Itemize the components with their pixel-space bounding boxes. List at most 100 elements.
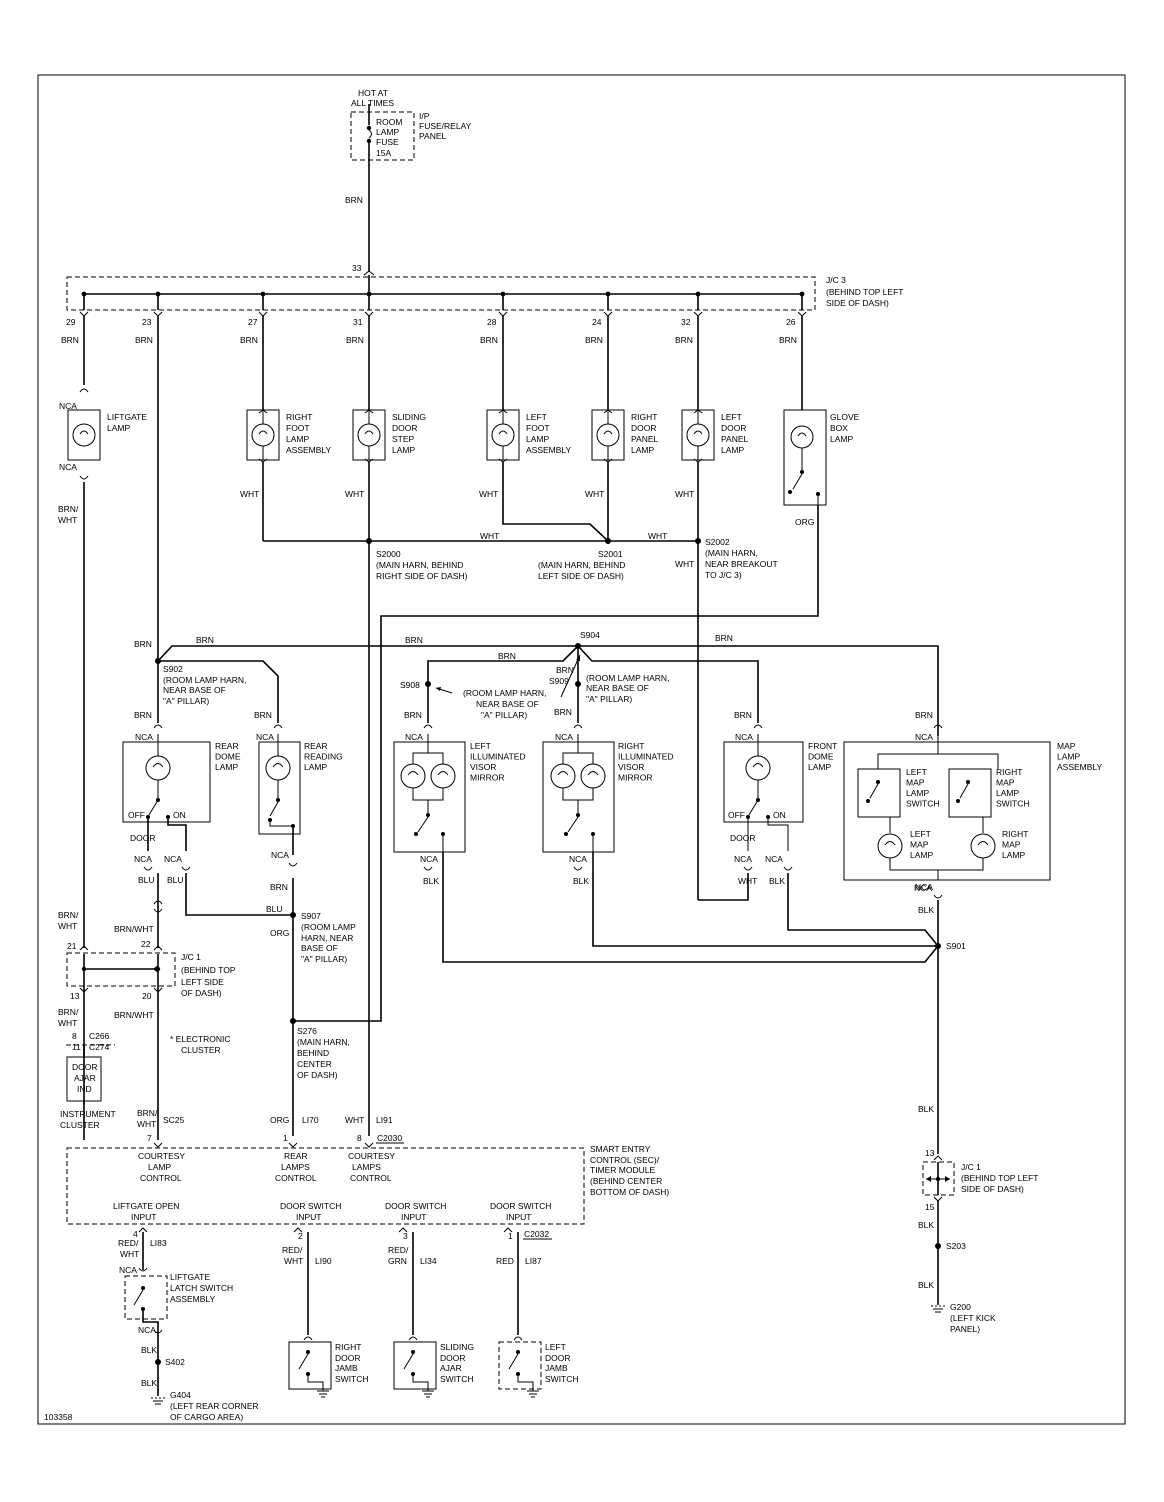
lamp-label: LAMP <box>910 850 933 860</box>
fuse-label-4: 15A <box>376 148 391 158</box>
jc3-pin-terminal <box>258 311 268 317</box>
s909-note-3: "A" PILLAR) <box>586 694 632 704</box>
sajar-3: AJAR <box>440 1363 462 1373</box>
s2002-4: TO J/C 3) <box>705 570 742 580</box>
sec-name-5: BOTTOM OF DASH) <box>590 1187 669 1197</box>
rjamb-2: DOOR <box>335 1353 361 1363</box>
lamp-label: MAP <box>996 778 1015 788</box>
c-li34: LI34 <box>420 1256 437 1266</box>
brnwht-c1: BRN/ <box>58 1007 79 1017</box>
brn-b: BRN <box>405 635 423 645</box>
lamp-label: DOOR <box>631 423 657 433</box>
g200-2: (LEFT KICK <box>950 1313 996 1323</box>
liftgate-lamp: NCA NCA LIFTGATE LAMP BRN/ WHT <box>58 388 147 948</box>
sec-bpin-2: 2 <box>298 1231 303 1241</box>
jc3-pin-label: 26 <box>786 317 796 327</box>
red: RED <box>496 1256 514 1266</box>
right-visor-mirror <box>542 734 938 947</box>
door-ajar-3: IND <box>77 1084 92 1094</box>
jc3-pin-label: 31 <box>353 317 363 327</box>
front-dome-lamp: OFF ON DOOR <box>698 734 939 947</box>
junction-jc3: 33 J/C 3 (BEHIND TOP LEFT SIDE OF DASH) <box>66 263 903 311</box>
nca-label: NCA <box>135 732 153 742</box>
s904: S904 <box>580 630 600 640</box>
s203: S203 <box>946 1241 966 1251</box>
sec-bpin-1: 1 <box>508 1231 513 1241</box>
brn-g: BRN <box>134 710 152 720</box>
jc3-pin-label: 32 <box>681 317 691 327</box>
redwht-1: RED/ <box>118 1238 139 1248</box>
blk-jc1b: BLK <box>918 1220 934 1230</box>
sec-top-c3: CONTROL <box>350 1173 392 1183</box>
brn-wire-label: BRN <box>480 335 498 345</box>
jc1a-label-4: OF DASH) <box>181 988 222 998</box>
sec-c-li91: LI91 <box>376 1115 393 1125</box>
nca-label: NCA <box>256 732 274 742</box>
sec-top-b2: LAMPS <box>281 1162 310 1172</box>
s276-3: BEHIND <box>297 1048 329 1058</box>
jc3-pin-label: 23 <box>142 317 152 327</box>
brnwht-d: BRN/WHT <box>114 1010 154 1020</box>
middle-row-labels: REARDOMELAMPREARREADINGLAMPLEFTILLUMINAT… <box>134 724 1103 899</box>
nca-label: NCA <box>569 854 587 864</box>
off-label: OFF <box>728 810 745 820</box>
lamp-label: ILLUMINATED <box>470 752 526 762</box>
jc3-label-1: J/C 3 <box>826 275 846 285</box>
nca-label: NCA <box>59 401 77 411</box>
sec-top-c2: LAMPS <box>352 1162 381 1172</box>
connector <box>153 724 163 729</box>
nca-label: NCA <box>915 732 933 742</box>
rjamb-1: RIGHT <box>335 1342 361 1352</box>
sec-bot-conn: C2032 <box>524 1229 549 1239</box>
lamp-label: REAR <box>304 741 328 751</box>
jc3-pin-in: 33 <box>352 263 362 273</box>
top-lamp-row: RIGHTFOOTLAMPASSEMBLYSLIDINGDOORSTEPLAMP… <box>246 409 860 506</box>
lamp-label: LAMP <box>631 445 654 455</box>
jc1b-pin-15: 15 <box>925 1202 935 1212</box>
lamp-label: FOOT <box>286 423 310 433</box>
g404-2: (LEFT REAR CORNER <box>170 1401 259 1411</box>
nca-label: NCA <box>164 854 182 864</box>
lamp-label: RIGHT <box>618 741 644 751</box>
sec-bot-a2: INPUT <box>131 1212 157 1222</box>
nca-label: NCA <box>765 854 783 864</box>
sec-top-b1: REAR <box>284 1151 308 1161</box>
blu-b: BLU <box>167 875 184 885</box>
jc1a-label-1: J/C 1 <box>181 952 201 962</box>
jc3-pin-terminal <box>693 311 703 317</box>
sec-bottom-wiring: 4 2 3 1 C2032 RED/ WHT LI83 RED/ WHT LI9… <box>118 1227 579 1422</box>
s2000-3: RIGHT SIDE OF DASH) <box>376 571 468 581</box>
sec-bot-c2: INPUT <box>401 1212 427 1222</box>
lamp-label: ASSEMBLY <box>286 445 332 455</box>
wht-a: WHT <box>240 489 259 499</box>
elec-1: * ELECTRONIC <box>170 1034 230 1044</box>
blk-map: BLK <box>918 905 934 915</box>
redwht-4: WHT <box>284 1256 303 1266</box>
brn-e: BRN <box>134 639 152 649</box>
jc3-pin-terminal <box>797 311 807 317</box>
door-label: DOOR <box>130 833 156 843</box>
wht-fdome: WHT <box>738 876 757 886</box>
s908-note-3: "A" PILLAR) <box>481 710 527 720</box>
s908: S908 <box>400 680 420 690</box>
s402: S402 <box>165 1357 185 1367</box>
brn-k: BRN <box>734 710 752 720</box>
door-ajar-1: DOOR <box>72 1062 98 1072</box>
lamp-label: LAMP <box>830 434 853 444</box>
sec-module: BRN/ WHT ORG WHT SC25 LI70 LI91 7 1 8 C2… <box>66 1100 669 1225</box>
sec-bpin-4: 4 <box>133 1229 138 1239</box>
brn-i: BRN <box>404 710 422 720</box>
panel-label-3: PANEL <box>419 131 447 141</box>
rear-reading-lamp <box>258 734 301 855</box>
s901: S901 <box>946 941 966 951</box>
blk-s901: BLK <box>918 1104 934 1114</box>
cluster-pin-8: 8 <box>72 1031 77 1041</box>
lamp-label: LAMP <box>906 788 929 798</box>
redwht-3: RED/ <box>282 1245 303 1255</box>
org-glove: ORG <box>795 517 814 527</box>
ljamb-3: JAMB <box>545 1363 568 1373</box>
s2001-1: S2001 <box>598 549 623 559</box>
s2002-2: (MAIN HARN, <box>705 548 758 558</box>
nca-label: NCA <box>420 854 438 864</box>
blk-visor-r: BLK <box>573 876 589 886</box>
